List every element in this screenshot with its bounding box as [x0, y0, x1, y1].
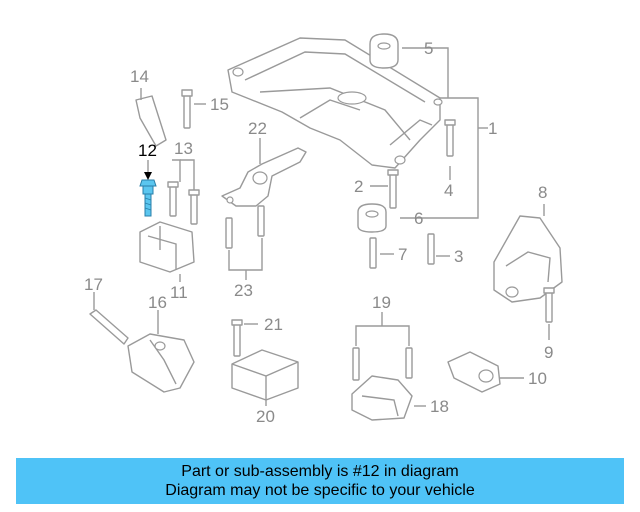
bolt-part-15[interactable] — [181, 89, 193, 129]
callout-15[interactable]: 15 — [210, 95, 229, 114]
banner-line-2: Diagram may not be specific to your vehi… — [165, 482, 475, 499]
callout-10[interactable]: 10 — [528, 369, 547, 388]
bolt-part-13a[interactable] — [167, 181, 179, 217]
bolt-part-2[interactable] — [387, 169, 399, 209]
callout-3[interactable]: 3 — [454, 247, 463, 266]
leader-lines — [93, 47, 550, 407]
bracket-part-8[interactable] — [493, 215, 563, 303]
bolt-part-4[interactable] — [444, 119, 456, 157]
banner-line-1: Part or sub-assembly is #12 in diagram — [181, 463, 459, 480]
bushing-part-6[interactable] — [357, 203, 387, 233]
callout-11[interactable]: 11 — [170, 283, 188, 302]
callout-13[interactable]: 13 — [174, 139, 193, 158]
callout-17[interactable]: 17 — [84, 275, 103, 294]
bushing-part-10[interactable] — [447, 351, 501, 393]
callout-labels: 1 2 3 4 5 6 7 8 9 10 11 12 13 14 15 16 1… — [84, 39, 553, 426]
callout-4[interactable]: 4 — [444, 181, 453, 200]
bushing-part-5[interactable] — [369, 33, 399, 69]
bolt-part-9[interactable] — [543, 287, 555, 323]
bolt-part-7[interactable] — [369, 237, 377, 269]
bolt-part-13b[interactable] — [188, 189, 200, 225]
mount-part-16[interactable] — [127, 333, 195, 393]
torque-arm-part-22[interactable] — [221, 147, 307, 207]
mount-part-18[interactable] — [351, 375, 413, 421]
callout-12[interactable]: 12 — [138, 141, 157, 160]
mount-part-20[interactable] — [231, 349, 299, 401]
bolt-part-19b[interactable] — [405, 347, 413, 379]
callout-16[interactable]: 16 — [148, 293, 167, 312]
callout-19[interactable]: 19 — [372, 293, 391, 312]
callout-9[interactable]: 9 — [544, 343, 553, 362]
mount-part-11[interactable] — [139, 221, 195, 273]
callout-1[interactable]: 1 — [488, 119, 497, 138]
callout-23[interactable]: 23 — [234, 281, 253, 300]
callout-5[interactable]: 5 — [424, 39, 433, 58]
callout-18[interactable]: 18 — [430, 397, 449, 416]
callout-2[interactable]: 2 — [354, 177, 363, 196]
callout-6[interactable]: 6 — [414, 209, 423, 228]
callout-7[interactable]: 7 — [398, 245, 407, 264]
bolt-part-17[interactable] — [89, 309, 129, 345]
subframe-part-1[interactable] — [227, 37, 443, 169]
parts-diagram: 1 2 3 4 5 6 7 8 9 10 11 12 13 14 15 16 1… — [84, 33, 563, 426]
bolt-part-12[interactable] — [139, 179, 157, 217]
info-banner: Part or sub-assembly is #12 in diagram D… — [16, 458, 624, 504]
bracket-part-14[interactable] — [135, 95, 167, 147]
callout-22[interactable]: 22 — [248, 119, 267, 138]
bolt-part-19a[interactable] — [352, 347, 360, 381]
bolt-part-21[interactable] — [231, 319, 243, 357]
bolt-part-23a[interactable] — [225, 217, 233, 249]
callout-20[interactable]: 20 — [256, 407, 275, 426]
callout-14[interactable]: 14 — [130, 67, 149, 86]
callout-21[interactable]: 21 — [264, 315, 283, 334]
bolt-part-3[interactable] — [427, 233, 435, 265]
callout-8[interactable]: 8 — [538, 183, 547, 202]
bolt-part-23b[interactable] — [257, 205, 265, 237]
